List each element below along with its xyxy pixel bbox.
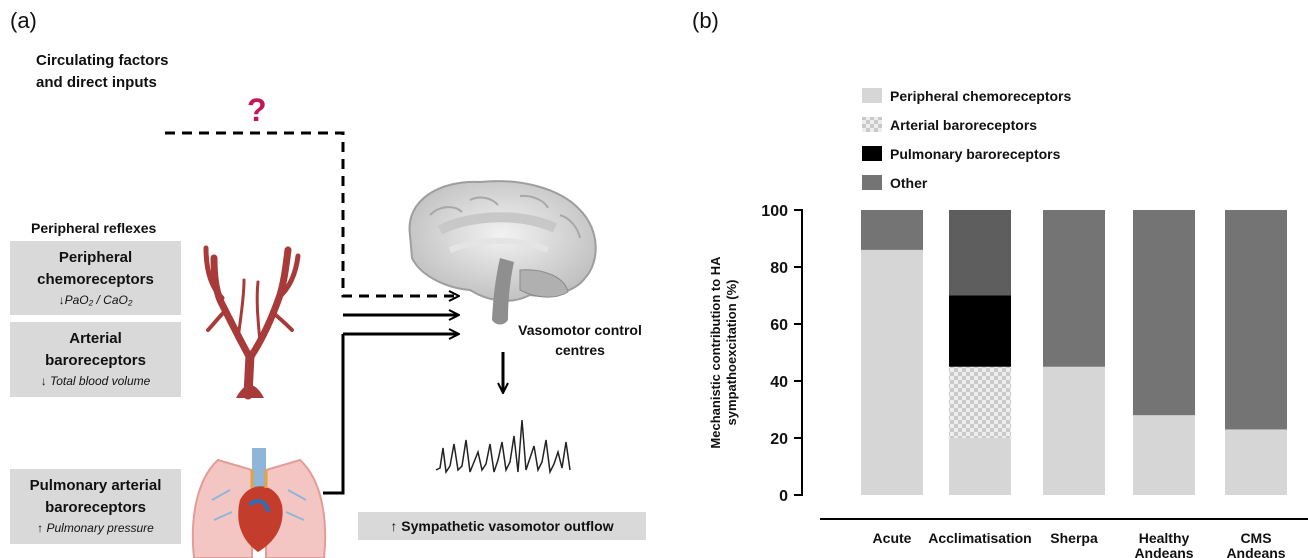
box-subtitle: ↑ Pulmonary pressure: [37, 521, 154, 535]
vasomotor-centres-label: Vasomotor control centres: [510, 320, 650, 360]
legend-swatch: [862, 175, 882, 190]
box-subtitle: ↓PaO₂ / CaO₂: [58, 293, 133, 307]
bar-segment: [1225, 210, 1287, 430]
bar-segment: [1043, 210, 1105, 367]
bar-segment: [861, 249, 923, 495]
dashed-circulating-arrow: [165, 131, 458, 296]
unknown-question-mark: ?: [247, 92, 267, 128]
bar-segment: [949, 438, 1011, 495]
circulating-factors-label: Circulating factors and direct inputs: [36, 50, 169, 94]
x-tick-label: Acute: [873, 530, 912, 546]
box-pulmonary-arterial-baroreceptors: Pulmonary arterial baroreceptors ↑ Pulmo…: [10, 469, 181, 544]
box-title: Pulmonary arterial: [29, 477, 162, 494]
bar-segment: [949, 210, 1011, 296]
legend-label: Arterial baroreceptors: [890, 117, 1037, 133]
box-title: baroreceptors: [45, 499, 146, 516]
panel-b-label: (b): [692, 8, 719, 33]
circulating-line1: Circulating factors: [36, 52, 169, 69]
x-tick-label: Healthy: [1139, 530, 1190, 546]
aortic-arch-icon: [236, 385, 264, 398]
x-tick-label: Andeans: [1226, 545, 1285, 558]
x-tick-label: Acclimatisation: [928, 530, 1031, 546]
bar-segment: [1133, 415, 1195, 495]
bars: [861, 210, 1287, 495]
legend-swatch: [862, 146, 882, 161]
y-tick-label: 60: [770, 317, 788, 334]
bar-segment: [1225, 429, 1287, 495]
panel-a-graphics: [165, 131, 597, 558]
x-tick-label: Sherpa: [1050, 530, 1098, 546]
y-tick-label: 80: [770, 260, 788, 277]
nerve-trace-icon: [435, 419, 571, 475]
panel-a-label: (a): [10, 8, 37, 33]
legend-swatch: [862, 88, 882, 103]
lungs-heart-icon: [191, 448, 327, 558]
legend-label: Other: [890, 175, 928, 191]
arteries-icon: [203, 245, 301, 400]
bar-segment: [861, 210, 923, 250]
box-subtitle: ↓ Total blood volume: [40, 374, 151, 388]
box-title: chemoreceptors: [37, 271, 154, 288]
legend-swatch: [862, 117, 882, 132]
solid-arrow-pulmonary: [323, 334, 345, 495]
box-peripheral-chemoreceptors: Peripheral chemoreceptors ↓PaO₂ / CaO₂: [10, 241, 181, 315]
brain-icon: [408, 180, 597, 325]
legend-label: Pulmonary baroreceptors: [890, 146, 1061, 162]
y-axis-label: Mechanistic contribution to HAsympathoex…: [708, 256, 739, 449]
y-tick-label: 40: [770, 374, 788, 391]
sympathetic-outflow-box: ↑ Sympathetic vasomotor outflow: [358, 512, 646, 540]
y-tick-label: 20: [770, 431, 788, 448]
x-tick-label: CMS: [1240, 530, 1271, 546]
legend-label: Peripheral chemoreceptors: [890, 88, 1072, 104]
x-tick-label: Andeans: [1134, 545, 1193, 558]
box-title: Peripheral: [58, 249, 133, 266]
bar-segment: [1133, 210, 1195, 416]
vasomotor-line2: centres: [555, 342, 605, 358]
bar-segment: [1043, 366, 1105, 495]
bar-segment: [949, 366, 1011, 438]
bar-segment: [949, 295, 1011, 367]
peripheral-reflexes-heading: Peripheral reflexes: [31, 220, 157, 236]
vasomotor-line1: Vasomotor control: [518, 322, 642, 338]
circulating-line2: and direct inputs: [36, 74, 157, 91]
y-tick-label: 100: [761, 203, 788, 220]
y-tick-label: 0: [779, 488, 788, 505]
box-arterial-baroreceptors: Arterial baroreceptors ↓ Total blood vol…: [10, 322, 181, 397]
box-title: Arterial: [69, 330, 122, 347]
box-title: baroreceptors: [45, 352, 146, 369]
